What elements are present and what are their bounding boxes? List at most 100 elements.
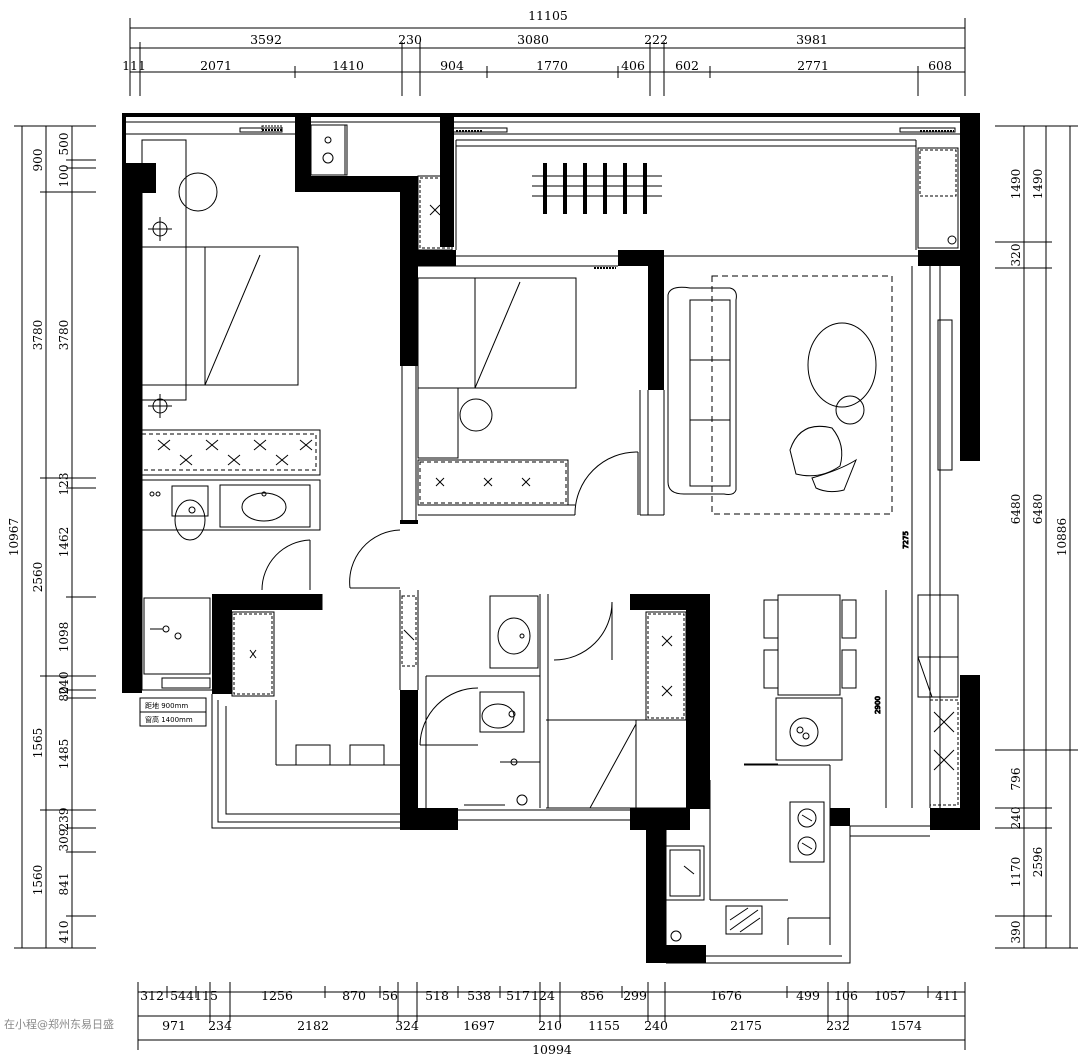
interior-lines	[141, 193, 941, 964]
curtain-marks	[262, 129, 954, 269]
single-bed	[547, 719, 637, 809]
window-note-line2: 窗高 1400mm	[145, 715, 193, 724]
dim-left-1462: 1462	[57, 527, 71, 558]
bathroom-2	[401, 595, 540, 806]
dim-right-1490: 1490	[1031, 169, 1045, 200]
dim-left-841: 841	[57, 873, 71, 896]
dim-bot-1155: 1155	[588, 1018, 620, 1033]
top-sink	[310, 124, 453, 251]
dim-top-608: 608	[928, 58, 952, 73]
dim-bot-517: 517	[506, 988, 530, 1003]
dim-left-1098: 1098	[57, 622, 71, 653]
dim-right-390: 390	[1009, 921, 1023, 944]
dim-bot-870: 870	[342, 988, 366, 1003]
toilet-2	[479, 691, 525, 733]
dim-left-309: 309	[57, 829, 71, 852]
dim-left-240: 240	[57, 672, 71, 695]
dim-right-1490b: 1490	[1009, 169, 1023, 200]
dining-area	[763, 594, 959, 806]
dim-top-3592: 3592	[250, 32, 282, 47]
right-dimension-labels: 10886 1490 6480 2596 1490 320 6480 796 2…	[1009, 169, 1069, 944]
bed-2	[417, 277, 577, 389]
round-stool	[789, 717, 819, 747]
dim-left-80: 80	[57, 686, 71, 701]
dim-top-222: 222	[644, 32, 668, 47]
dim-left-900: 900	[31, 149, 45, 172]
dim-right-240: 240	[1009, 807, 1023, 830]
bottom-dimension-labels: 312 544 115 1256 870 56 518 538 517 124 …	[140, 988, 959, 1057]
dim-right-1170: 1170	[1009, 857, 1023, 888]
dimension-lines	[14, 18, 1078, 1050]
dim-bot-234: 234	[208, 1018, 232, 1033]
dim-bot-56: 56	[382, 988, 398, 1003]
dim-bot-1697: 1697	[463, 1018, 495, 1033]
kitchen	[665, 763, 825, 942]
dim-bot-1057: 1057	[874, 988, 906, 1003]
dim-2900: 2900	[874, 696, 882, 714]
top-dimension-labels: 11105 3592 230 3080 222 3981 111 2071 14…	[122, 8, 952, 73]
dim-left-1560: 1560	[31, 865, 45, 896]
dim-left-500: 500	[57, 133, 71, 156]
dim-right-320: 320	[1009, 244, 1023, 267]
dim-top-3080: 3080	[517, 32, 549, 47]
windows	[239, 127, 956, 471]
dim-right-6480: 6480	[1031, 494, 1045, 525]
wardrobe-3	[645, 611, 687, 721]
top-wall	[122, 113, 960, 117]
bedroom-2	[349, 277, 639, 589]
coffee-table	[807, 322, 877, 408]
dim-bot-2175: 2175	[730, 1018, 762, 1033]
dim-left-100: 100	[57, 165, 71, 188]
dim-top-1770: 1770	[536, 58, 568, 73]
wash-basin-2	[489, 595, 539, 669]
fridge	[725, 905, 763, 935]
walls	[122, 113, 980, 963]
dim-left-123: 123	[57, 473, 71, 496]
living-room: 7275 2900	[532, 147, 959, 808]
dim-bot-411: 411	[935, 988, 959, 1003]
dim-top-602: 602	[675, 58, 699, 73]
dim-bot-1256: 1256	[261, 988, 293, 1003]
window-note-line1: 距地 900mm	[145, 701, 188, 710]
dim-left-1485: 1485	[57, 739, 71, 770]
wash-basin-1	[219, 484, 311, 528]
stool-icon	[178, 172, 218, 212]
dim-left-1565: 1565	[31, 728, 45, 759]
dim-bot-124: 124	[531, 988, 555, 1003]
dim-left-3780: 3780	[31, 320, 45, 351]
dim-right-6480b: 6480	[1009, 494, 1023, 525]
gas-stove	[789, 801, 825, 863]
bedroom-1	[141, 125, 321, 476]
dim-top-904: 904	[440, 58, 464, 73]
dim-bot-312: 312	[140, 988, 164, 1003]
kitchen-sink	[665, 845, 705, 901]
dim-bot-240: 240	[644, 1018, 668, 1033]
cabinet	[231, 611, 275, 697]
double-bed	[141, 246, 299, 386]
dim-bot-544: 544	[170, 988, 194, 1003]
dim-bot-106: 106	[834, 988, 858, 1003]
dim-left-239: 239	[57, 808, 71, 831]
dim-bot-115: 115	[194, 988, 218, 1003]
dim-bot-1574: 1574	[890, 1018, 922, 1033]
bench-seat	[349, 744, 385, 766]
wardrobe-2	[417, 459, 569, 506]
dim-bot-299: 299	[623, 988, 647, 1003]
wardrobe	[141, 429, 321, 476]
dim-7275: 7275	[902, 531, 910, 549]
dim-top-total: 11105	[528, 8, 568, 23]
dim-top-230: 230	[398, 32, 422, 47]
shower	[143, 597, 211, 675]
dim-top-111: 111	[122, 58, 146, 73]
dim-right-total: 10886	[1055, 518, 1069, 556]
dining-table	[777, 594, 841, 696]
left-dimension-labels: 10967 900 3780 2560 1565 1560 500 100 37…	[7, 133, 71, 944]
dim-bot-total: 10994	[532, 1042, 572, 1057]
dim-top-1410: 1410	[332, 58, 364, 73]
lounge-chair	[789, 425, 843, 477]
dim-bot-499: 499	[796, 988, 820, 1003]
dim-bot-2182: 2182	[297, 1018, 329, 1033]
dim-bot-856: 856	[580, 988, 604, 1003]
dim-top-2071: 2071	[200, 58, 232, 73]
